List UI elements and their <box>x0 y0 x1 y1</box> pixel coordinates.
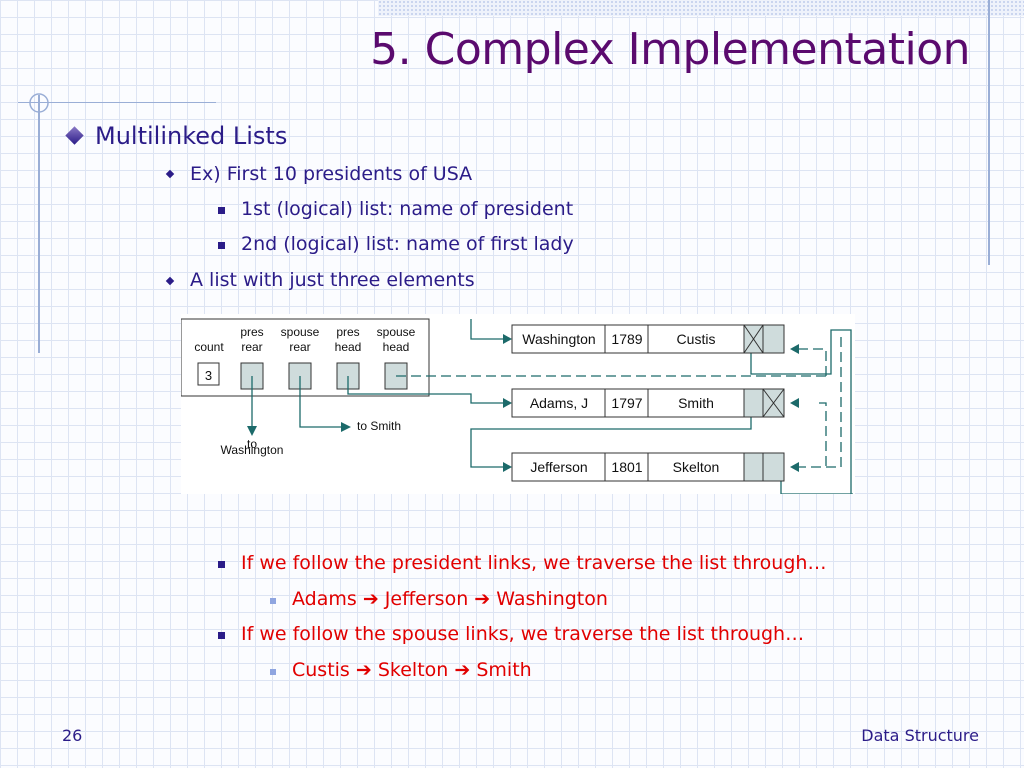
smith-link <box>819 402 827 467</box>
arrowhead <box>503 398 512 408</box>
spouse-head-to-custis <box>799 348 827 376</box>
right-arrow-icon: ➔ <box>474 588 491 610</box>
president-traversal-order: Adams ➔ Jefferson ➔ Washington <box>292 588 608 610</box>
to-smith-label: to Smith <box>357 419 401 433</box>
traversal-item: Smith <box>476 659 532 681</box>
bullet-follow-president: If we follow the president links, we tra… <box>241 552 827 574</box>
adams-to-jefferson-link <box>470 416 752 468</box>
slide-title: 5. Complex Implementation <box>370 24 970 75</box>
node-washington: Washington 1789 Custis <box>511 324 785 354</box>
bullet-multilinked-lists: Multilinked Lists <box>65 122 287 150</box>
bullet-follow-spouse: If we follow the spouse links, we traver… <box>241 623 805 645</box>
node-washington-president: Washington <box>522 331 595 347</box>
node-washington-spouse: Custis <box>677 331 716 347</box>
count-box <box>197 362 220 386</box>
square-bullet-icon <box>218 242 225 249</box>
square-bullet-icon <box>218 632 225 639</box>
pres-rear-label-1: pres <box>240 325 263 339</box>
node-jefferson-president: Jefferson <box>530 459 587 475</box>
arrowhead <box>790 462 799 472</box>
bullet-three-elements: A list with just three elements <box>190 269 475 291</box>
right-arrow-icon: ➔ <box>362 588 379 610</box>
multilinked-list-diagram: count 3 pres rear spouse rear pres head … <box>181 314 855 494</box>
square-bullet-icon <box>270 598 276 604</box>
pres-head-label-1: pres <box>336 325 359 339</box>
node-washington-year: 1789 <box>611 331 642 347</box>
spouse-head-label-2: head <box>383 340 410 354</box>
arrowhead <box>503 462 512 472</box>
top-decoration-band <box>378 0 1024 16</box>
arrowhead <box>341 422 351 432</box>
node-adams-spouse: Smith <box>678 395 714 411</box>
arrowhead <box>790 344 799 354</box>
bullet-second-list: 2nd (logical) list: name of first lady <box>241 233 574 255</box>
pres-rear-label-2: rear <box>241 340 262 354</box>
square-bullet-icon <box>218 561 225 568</box>
traversal-item: Skelton <box>377 659 449 681</box>
jefferson-to-washington-link <box>780 480 853 494</box>
bullet-first-list: 1st (logical) list: name of president <box>241 198 574 220</box>
left-decor-hline <box>18 102 216 103</box>
square-bullet-icon <box>218 207 225 214</box>
corner-circle-ornament <box>29 93 49 113</box>
count-value: 3 <box>205 368 212 383</box>
spouse-rear-label-2: rear <box>289 340 310 354</box>
spouse-traversal-order: Custis ➔ Skelton ➔ Smith <box>292 659 532 681</box>
arrowhead <box>790 398 799 408</box>
traversal-item: Washington <box>496 588 608 610</box>
washington-pres-link <box>750 329 852 494</box>
traversal-item: Jefferson <box>384 588 469 610</box>
right-arrow-icon: ➔ <box>454 659 471 681</box>
to-washington-label-2: Washington <box>221 443 284 457</box>
node-adams-president: Adams, J <box>530 395 588 411</box>
spouse-rear-link <box>299 376 341 428</box>
node-jefferson-spouse: Skelton <box>673 459 720 475</box>
top-entry-link <box>470 319 503 340</box>
page-number: 26 <box>62 726 83 745</box>
node-jefferson-year: 1801 <box>611 459 642 475</box>
pres-head-link <box>347 376 503 404</box>
node-adams: Adams, J 1797 Smith <box>511 388 785 418</box>
right-arrow-icon: ➔ <box>355 659 372 681</box>
square-bullet-icon <box>270 669 276 675</box>
count-label: count <box>194 340 224 354</box>
arrowhead <box>247 426 257 436</box>
footer-course-title: Data Structure <box>861 726 979 745</box>
node-adams-year: 1797 <box>611 395 642 411</box>
diamond-bullet-icon <box>65 126 84 145</box>
node-jefferson: Jefferson 1801 Skelton <box>511 452 785 482</box>
spouse-rear-label-1: spouse <box>281 325 320 339</box>
spouse-head-label-1: spouse <box>377 325 416 339</box>
bullet-example: Ex) First 10 presidents of USA <box>190 163 473 185</box>
traversal-item: Custis <box>292 659 350 681</box>
arrowhead <box>503 334 512 344</box>
to-washington-label-1: to <box>247 437 257 451</box>
skelton-to-smith-link <box>799 337 842 468</box>
traversal-item: Adams <box>292 588 357 610</box>
right-decor-line <box>988 0 990 265</box>
left-decor-line <box>38 95 40 353</box>
pres-head-label-2: head <box>335 340 362 354</box>
